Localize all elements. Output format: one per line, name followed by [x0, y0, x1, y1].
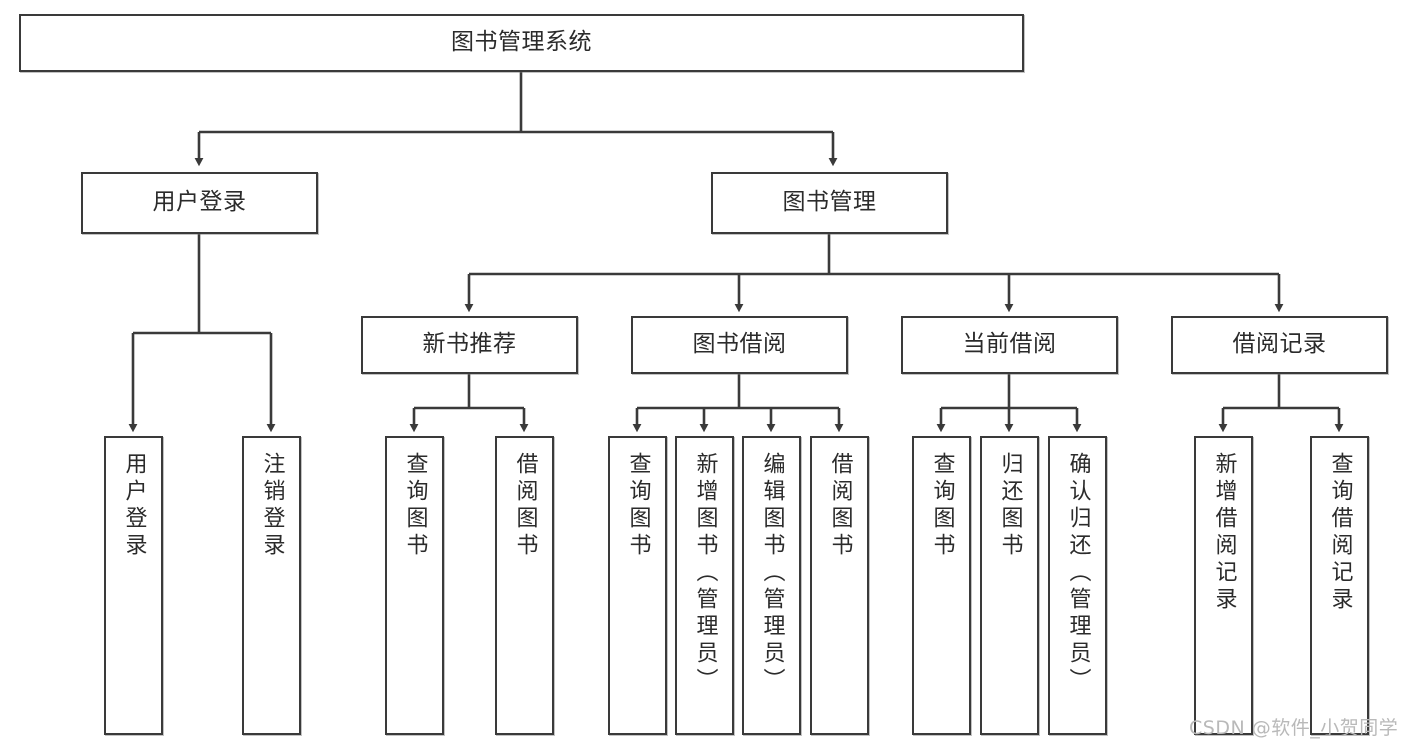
- node-label: 编辑图书（管理员）: [759, 452, 785, 695]
- node-label: 图书借阅: [692, 331, 787, 358]
- node-borrow-record[interactable]: 借阅记录: [1171, 316, 1388, 374]
- node-label: 借阅图书: [827, 452, 853, 560]
- node-label: 归还图书: [997, 452, 1023, 560]
- node-label: 新增图书（管理员）: [692, 452, 718, 695]
- node-label: 图书管理: [782, 189, 877, 216]
- node-current-borrow[interactable]: 当前借阅: [901, 316, 1118, 374]
- leaf-current-borrow-confirm-return-admin[interactable]: 确认归还（管理员）: [1048, 436, 1107, 735]
- leaf-book-borrow-edit-book-admin[interactable]: 编辑图书（管理员）: [742, 436, 801, 735]
- node-label: 借阅记录: [1232, 331, 1327, 358]
- node-root-book-management-system[interactable]: 图书管理系统: [19, 14, 1024, 72]
- node-book-borrow[interactable]: 图书借阅: [631, 316, 848, 374]
- node-label: 查询借阅记录: [1327, 452, 1353, 614]
- node-label: 用户登录: [121, 452, 147, 560]
- node-label: 查询图书: [402, 452, 428, 560]
- leaf-new-book-query-book[interactable]: 查询图书: [385, 436, 444, 735]
- leaf-book-borrow-add-book-admin[interactable]: 新增图书（管理员）: [675, 436, 734, 735]
- csdn-watermark: CSDN @软件_小贺同学: [1189, 717, 1399, 739]
- node-label: 图书管理系统: [451, 29, 592, 56]
- leaf-user-login-login[interactable]: 用户登录: [104, 436, 163, 735]
- node-label: 确认归还（管理员）: [1065, 452, 1091, 695]
- leaf-book-borrow-borrow-book[interactable]: 借阅图书: [810, 436, 869, 735]
- node-label: 借阅图书: [512, 452, 538, 560]
- node-label: 新书推荐: [422, 331, 517, 358]
- leaf-book-borrow-query-book[interactable]: 查询图书: [608, 436, 667, 735]
- node-label: 查询图书: [625, 452, 651, 560]
- node-label: 新增借阅记录: [1211, 452, 1237, 614]
- node-label: 当前借阅: [962, 331, 1057, 358]
- leaf-user-login-logout[interactable]: 注销登录: [242, 436, 301, 735]
- node-user-login[interactable]: 用户登录: [81, 172, 318, 234]
- leaf-borrow-record-add-record[interactable]: 新增借阅记录: [1194, 436, 1253, 735]
- node-label: 查询图书: [929, 452, 955, 560]
- leaf-current-borrow-query-book[interactable]: 查询图书: [912, 436, 971, 735]
- leaf-new-book-borrow-book[interactable]: 借阅图书: [495, 436, 554, 735]
- node-label: 用户登录: [152, 189, 247, 216]
- node-book-management[interactable]: 图书管理: [711, 172, 948, 234]
- leaf-current-borrow-return-book[interactable]: 归还图书: [980, 436, 1039, 735]
- node-label: 注销登录: [259, 452, 285, 560]
- leaf-borrow-record-query-record[interactable]: 查询借阅记录: [1310, 436, 1369, 735]
- node-new-book-recommend[interactable]: 新书推荐: [361, 316, 578, 374]
